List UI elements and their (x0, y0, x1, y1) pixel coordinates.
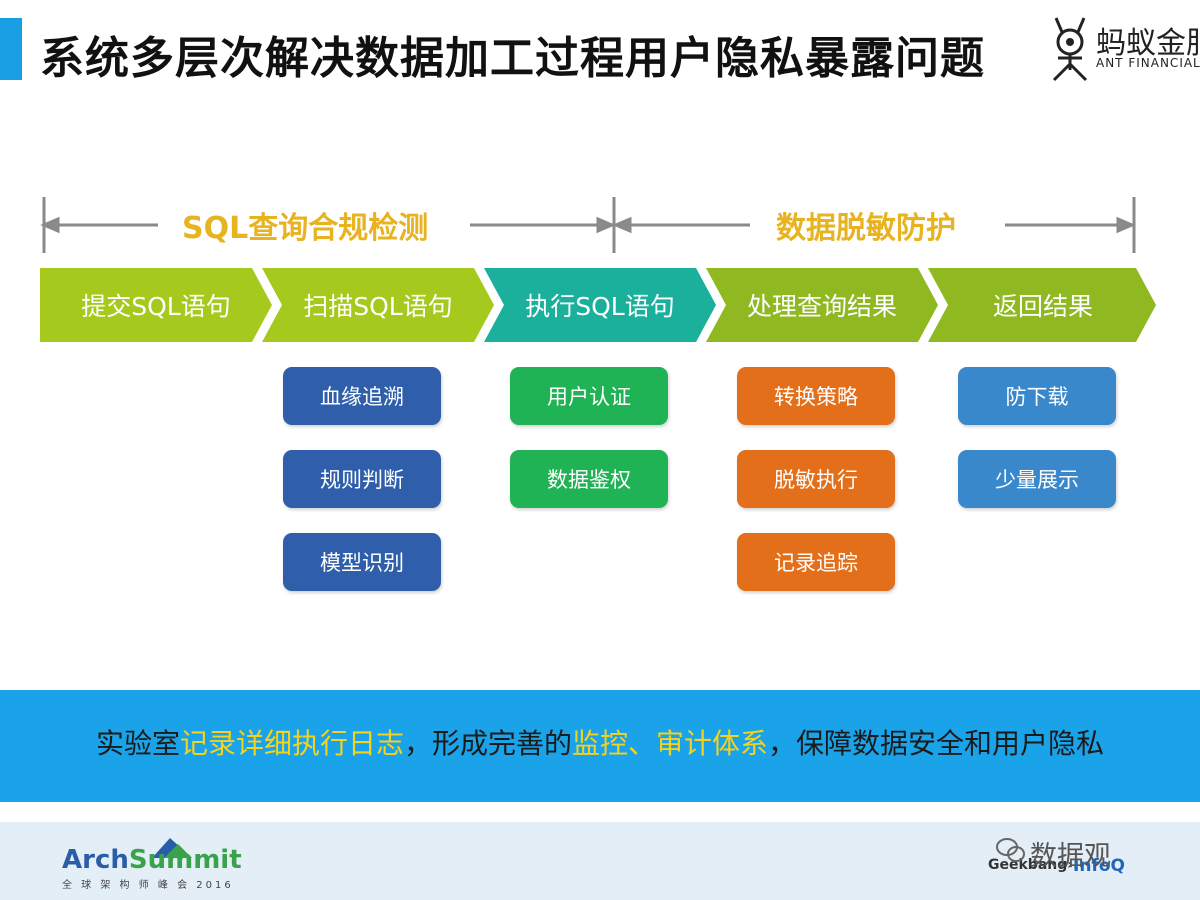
box-masking-execution: 脱敏执行 (737, 450, 895, 508)
step-label: 执行SQL语句 (525, 292, 675, 321)
ant-icon (1052, 17, 1088, 82)
step-execute-sql: 执行SQL语句 (484, 268, 716, 342)
summary-highlight: 记录详细执行日志 (179, 727, 404, 760)
box-user-auth: 用户认证 (510, 367, 668, 425)
wechat-icon (996, 838, 1025, 862)
summary-banner (0, 690, 1200, 802)
archsummit-subtitle: 全 球 架 构 师 峰 会 2016 (62, 880, 234, 891)
step-process-result: 处理查询结果 (706, 268, 938, 342)
step-chevron-shape (928, 268, 1156, 342)
watermark-text: 数据观 (1030, 841, 1111, 872)
box-transform-policy: 转换策略 (737, 367, 895, 425)
archsummit-logo-b: Summit (128, 845, 242, 875)
summary-part: ，保障数据安全和用户隐私 (768, 727, 1105, 760)
box-limited-display: 少量展示 (958, 450, 1116, 508)
box-record-tracking: 记录追踪 (737, 533, 895, 591)
summary-part: 实验室 (95, 727, 180, 760)
box-model-recognition: 模型识别 (283, 533, 441, 591)
footer (0, 822, 1200, 900)
step-label: 扫描SQL语句 (303, 292, 453, 321)
summary-highlight: 监控、审计体系 (572, 727, 769, 760)
step-scan-sql: 扫描SQL语句 (262, 268, 494, 342)
archsummit-logo-a: Arch (62, 845, 129, 875)
step-label: 返回结果 (992, 292, 1093, 321)
box-lineage-trace: 血缘追溯 (283, 367, 441, 425)
step-submit-sql: 提交SQL语句 (40, 268, 272, 342)
step-chevron-shape (706, 268, 938, 342)
phase-label-sql-check: SQL查询合规检测 (182, 211, 429, 246)
ant-financial-logo: 蚂蚁金服 ANT FINANCIAL (1048, 14, 1200, 86)
box-data-authorization: 数据鉴权 (510, 450, 668, 508)
logo-text-en: ANT FINANCIAL (1096, 56, 1200, 70)
box-prevent-download: 防下载 (958, 367, 1116, 425)
logo-text-cn: 蚂蚁金服 (1096, 26, 1200, 61)
step-chevron-shape (262, 268, 494, 342)
phase-label-masking: 数据脱敏防护 (776, 211, 956, 246)
step-label: 提交SQL语句 (81, 292, 231, 321)
mountain-icon (152, 838, 192, 858)
step-chevron-shape (484, 268, 716, 342)
step-label: 处理查询结果 (746, 292, 897, 321)
title-accent-bar (0, 18, 22, 80)
geekbang-logo: Geekbang›. (988, 857, 1079, 873)
box-rule-judgement: 规则判断 (283, 450, 441, 508)
step-return-result: 返回结果 (928, 268, 1158, 342)
phase-brackets (40, 197, 1136, 253)
summary-part: ，形成完善的 (403, 727, 572, 760)
step-chevron-shape (40, 268, 272, 342)
summary-text: 实验室记录详细执行日志，形成完善的监控、审计体系，保障数据安全和用户隐私 (0, 722, 1200, 762)
infoq-logo: InfoQ (1073, 856, 1125, 876)
page-title: 系统多层次解决数据加工过程用户隐私暴露问题 (40, 33, 985, 84)
archsummit-logo: ArchSummit (62, 845, 242, 875)
